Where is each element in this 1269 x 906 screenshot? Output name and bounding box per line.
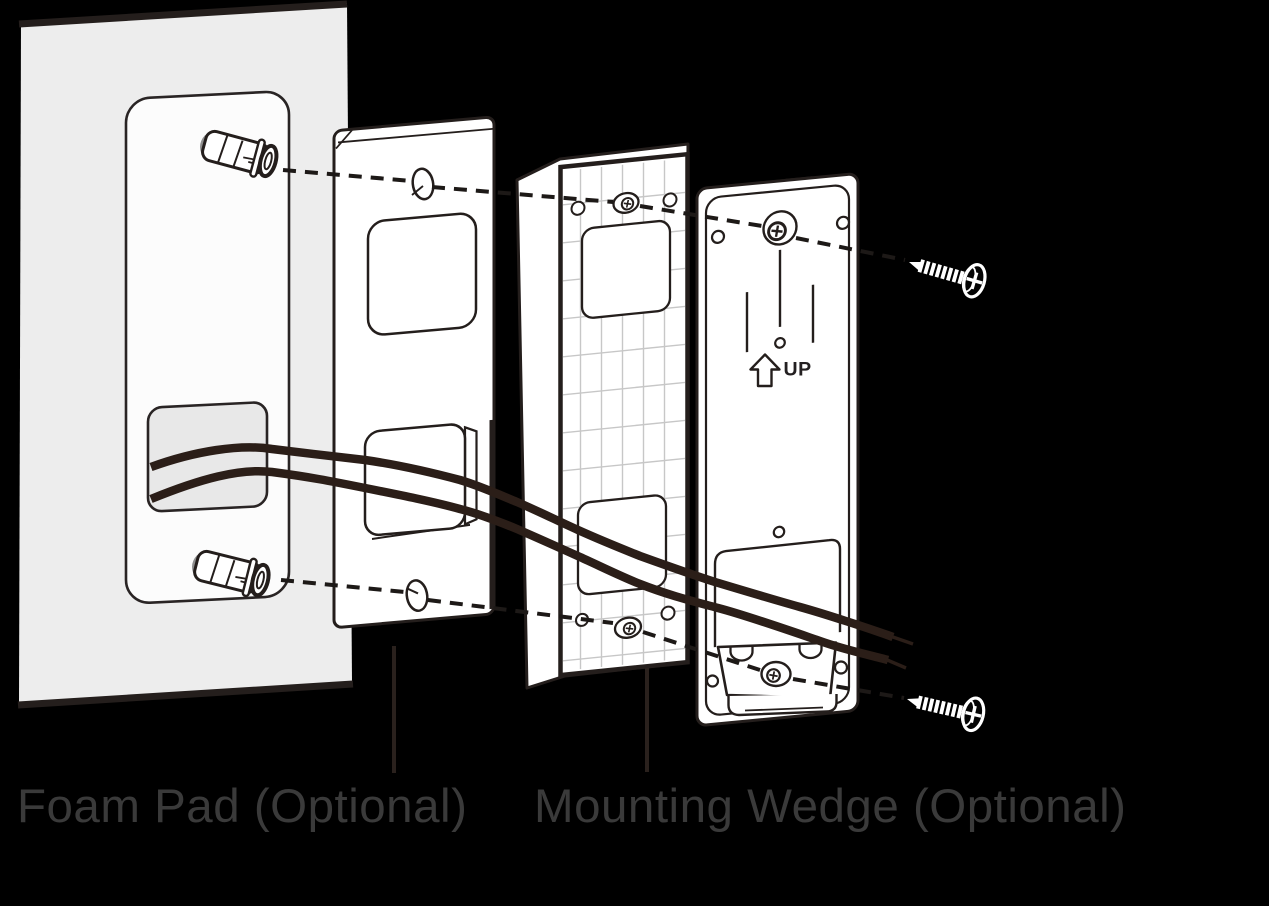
wedge-screw-top [612,191,640,214]
foam-pad-top-bevel [338,127,494,144]
wedge-hole [660,605,676,621]
foam-pad-screw-hole-bottom [405,579,429,612]
wire-1 [149,443,895,641]
bracket-pin-hole [772,525,786,539]
wire-2-tip [884,657,907,670]
label-foam-pad: Foam Pad (Optional) [17,780,467,833]
bracket-hole [835,215,851,230]
foam-pad-screw-hole-top [411,167,435,201]
wall [17,0,354,709]
bracket-wire-window [713,538,842,648]
bracket-screw-head-top [765,220,789,242]
wedge-screw-bottom [613,616,643,639]
up-label: UP [784,359,812,381]
wall-wire-opening [146,401,269,513]
bracket-pin-hole [774,336,786,349]
wire-2 [149,466,890,665]
doorbell-wires [149,443,914,670]
foam-pad-opening-top [366,212,478,336]
wall-top-edge [18,0,348,28]
bracket-bottom-lip [727,694,838,717]
mounting-wedge [515,142,690,690]
wall-bottom-edge [17,680,354,709]
foam-pad [332,115,496,629]
wall-anchor-bottom [189,543,275,603]
wedge-hole [662,192,678,208]
bracket-screw-head-bottom [765,667,782,684]
bracket-cradle [705,641,849,717]
label-mounting-wedge: Mounting Wedge (Optional) [534,780,1127,833]
wedge-opening-top [580,219,672,319]
alignment-dashed-lines [280,168,906,700]
bracket-hole [710,229,726,244]
wall-anchor-top [197,123,283,184]
wire-1-tip [889,634,914,646]
wedge-hole [570,200,586,216]
up-arrow-icon [749,353,781,388]
